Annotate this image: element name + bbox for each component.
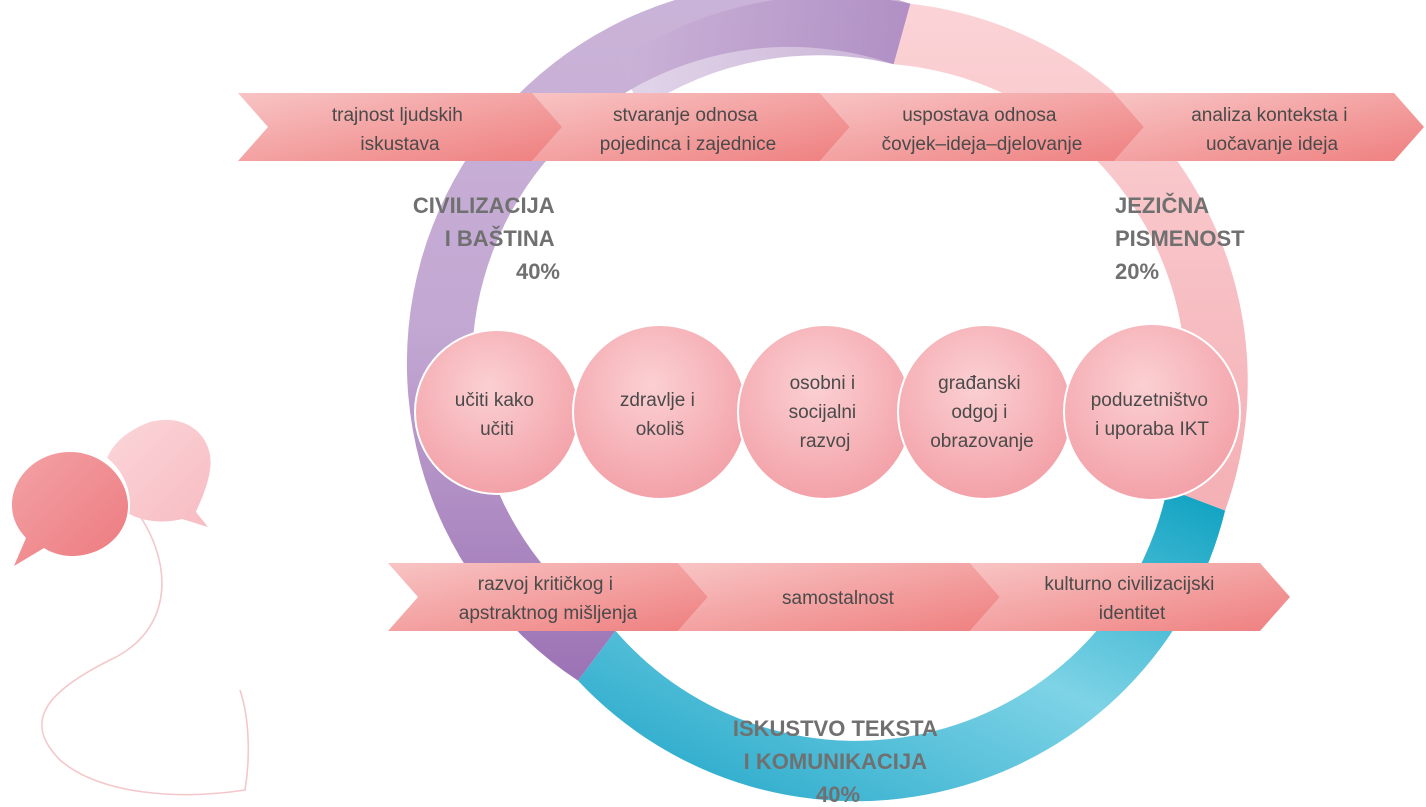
arrow-label: stvaranje odnosa pojedinca i zajednice — [600, 105, 776, 155]
arrow-label: samostalnost — [782, 588, 895, 609]
arrow-shape — [678, 563, 1000, 631]
circle-label: osobni i socijalni razvoj — [789, 373, 862, 452]
top-arrow-row: trajnost ljudskih iskustava stvaranje od… — [238, 93, 1424, 161]
circle-shape — [572, 324, 748, 500]
arrow-label: trajnost ljudskih iskustava — [332, 105, 468, 155]
ring-segment-civilizacija — [406, 0, 911, 681]
arrow-label: razvoj kritičkog i apstraktnog mišljenja — [459, 574, 638, 624]
bubble-back — [103, 419, 211, 527]
topic-circle-4: građanski odgoj i obrazovanje — [897, 324, 1073, 500]
top-arrow-1: trajnost ljudskih iskustava — [238, 93, 562, 161]
arrow-shape — [970, 563, 1290, 631]
top-arrow-4: analiza konteksta i uočavanje ideja — [1114, 93, 1424, 161]
bubble-front — [12, 452, 128, 566]
circle-label: građanski odgoj i obrazovanje — [930, 373, 1034, 452]
domain-label-iskustvo: ISKUSTVO TEKSTA I KOMUNIKACIJA 40% — [733, 716, 943, 807]
topic-circle-1: učiti kako učiti — [414, 329, 580, 495]
circle-shape — [1063, 323, 1241, 501]
bottom-arrow-row: razvoj kritičkog i apstraktnog mišljenja… — [388, 563, 1290, 631]
topic-circle-5: poduzetništvo i uporaba IKT — [1063, 323, 1241, 501]
arrow-shape — [820, 93, 1144, 161]
arrow-label: kulturno civilizacijski identitet — [1044, 574, 1219, 624]
domain-label-jezicna: JEZIČNA PISMENOST 20% — [1115, 193, 1251, 284]
topic-circle-3: osobni i socijalni razvoj — [737, 324, 913, 500]
arrow-shape — [388, 563, 708, 631]
ring-segment-civilizacija-top — [620, 0, 911, 110]
circle-label: poduzetništvo i uporaba IKT — [1091, 390, 1214, 440]
arrow-shape — [238, 93, 562, 161]
arrow-shape — [532, 93, 850, 161]
bubble-string — [40, 504, 250, 796]
arrow-label: analiza konteksta i uočavanje ideja — [1191, 105, 1353, 155]
chat-bubbles-icon — [10, 419, 250, 796]
top-arrow-2: stvaranje odnosa pojedinca i zajednice — [532, 93, 850, 161]
bottom-arrow-1: razvoj kritičkog i apstraktnog mišljenja — [388, 563, 708, 631]
topic-circle-2: zdravlje i okoliš — [572, 324, 748, 500]
ring-segment-iskustvo — [578, 488, 1226, 802]
circle-shape — [414, 329, 580, 495]
arrow-shape — [1114, 93, 1424, 161]
circle-label: učiti kako učiti — [455, 390, 539, 440]
top-arrow-3: uspostava odnosa čovjek–ideja–djelovanje — [820, 93, 1144, 161]
domain-label-civilizacija: CIVILIZACIJA I BAŠTINA 40% — [413, 193, 560, 284]
topic-circles: učiti kako učiti zdravlje i okoliš osobn… — [414, 323, 1241, 501]
bottom-arrow-3: kulturno civilizacijski identitet — [970, 563, 1290, 631]
bottom-arrow-2: samostalnost — [678, 563, 1000, 631]
circle-label: zdravlje i okoliš — [620, 390, 700, 440]
arrow-label: uspostava odnosa čovjek–ideja–djelovanje — [882, 105, 1083, 155]
